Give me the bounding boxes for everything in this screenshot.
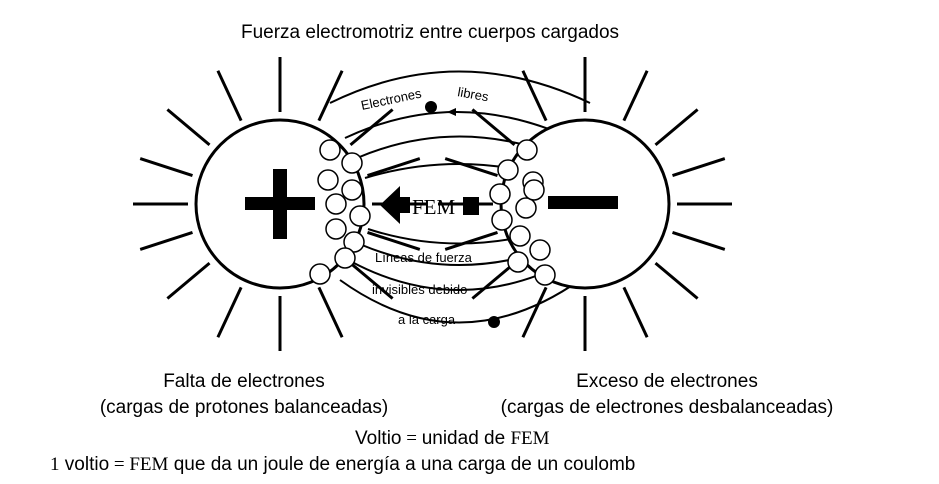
ray-line xyxy=(216,286,243,338)
footer-unidad: unidad de xyxy=(422,428,511,449)
electron-circle xyxy=(317,169,339,191)
fem-label: FEM xyxy=(412,195,456,219)
footer-eq-2: = xyxy=(109,454,129,475)
electron-circle xyxy=(343,231,365,253)
charge-dot xyxy=(488,316,500,328)
ray-line xyxy=(521,286,548,338)
plus-sign-icon xyxy=(245,169,315,239)
left-caption-line1: Falta de electrones xyxy=(163,371,325,392)
ray-line xyxy=(654,261,699,300)
field-lines-label-1: Líneas de fuerza xyxy=(375,250,473,265)
ray-line xyxy=(622,70,649,122)
ray-line xyxy=(654,108,699,147)
left-caption-line2: (cargas de protones balanceadas) xyxy=(100,397,388,418)
electron-circle xyxy=(509,225,531,247)
electron-circle xyxy=(319,139,341,161)
electron-circle xyxy=(497,159,519,181)
electron-circle xyxy=(334,247,356,269)
ray-line xyxy=(139,157,193,177)
electron-circle xyxy=(516,139,538,161)
minus-sign-icon xyxy=(548,196,618,209)
ray-line xyxy=(349,261,394,300)
ray-line xyxy=(367,231,421,251)
footer-voltio-2: voltio xyxy=(60,454,110,475)
footer-one: 1 xyxy=(50,454,60,475)
field-lines-label-2: invisibles debido xyxy=(372,282,467,297)
electron-circle xyxy=(341,152,363,174)
ray-line xyxy=(471,261,516,300)
ray-line xyxy=(317,70,344,122)
electron-circle xyxy=(534,264,556,286)
left-sphere-electrons xyxy=(309,139,371,285)
electron-circle xyxy=(325,193,347,215)
electron-circle xyxy=(489,183,511,205)
right-sphere-electrons xyxy=(489,139,556,286)
electron-circle xyxy=(515,197,537,219)
ray-line xyxy=(672,157,726,177)
ray-line xyxy=(444,157,498,177)
libres-label: libres xyxy=(456,84,490,104)
free-electron-dot xyxy=(425,101,437,113)
footer-fem-1: FEM xyxy=(510,428,549,449)
right-caption-line1: Exceso de electrones xyxy=(576,371,758,392)
electron-circle xyxy=(349,205,371,227)
footer-fem-2: FEM xyxy=(129,454,168,475)
ray-line xyxy=(216,70,243,122)
footer-voltio: Voltio xyxy=(355,428,401,449)
electron-circle xyxy=(325,218,347,240)
ray-line xyxy=(139,231,193,251)
electron-circle xyxy=(341,179,363,201)
ray-line xyxy=(317,286,344,338)
ray-line xyxy=(367,157,421,177)
electron-circle xyxy=(529,239,551,261)
electron-circle xyxy=(309,263,331,285)
field-lines-label-3: a la carga xyxy=(398,312,456,327)
ray-line xyxy=(672,231,726,251)
free-electron-arrow-icon xyxy=(447,108,456,116)
emf-arrow-tail xyxy=(463,197,479,215)
ray-line xyxy=(166,108,211,147)
ray-line xyxy=(622,286,649,338)
emf-arrow-icon xyxy=(380,186,410,224)
footer-eq-1: = xyxy=(401,428,421,449)
electron-circle xyxy=(507,251,529,273)
electron-circle xyxy=(523,179,545,201)
ray-line xyxy=(521,70,548,122)
ray-line xyxy=(444,231,498,251)
right-caption-line2: (cargas de electrones desbalanceadas) xyxy=(501,397,834,418)
diagram-title: Fuerza electromotriz entre cuerpos carga… xyxy=(241,22,619,43)
ray-line xyxy=(471,108,516,147)
footer-line2: 1 voltio = FEM que da un joule de energí… xyxy=(50,454,635,475)
electron-circle xyxy=(491,209,513,231)
right-sphere-rays xyxy=(438,57,732,351)
footer-definition: que da un joule de energía a una carga d… xyxy=(168,454,635,475)
ray-line xyxy=(166,261,211,300)
footer-line1: Voltio = unidad de FEM xyxy=(355,428,550,449)
